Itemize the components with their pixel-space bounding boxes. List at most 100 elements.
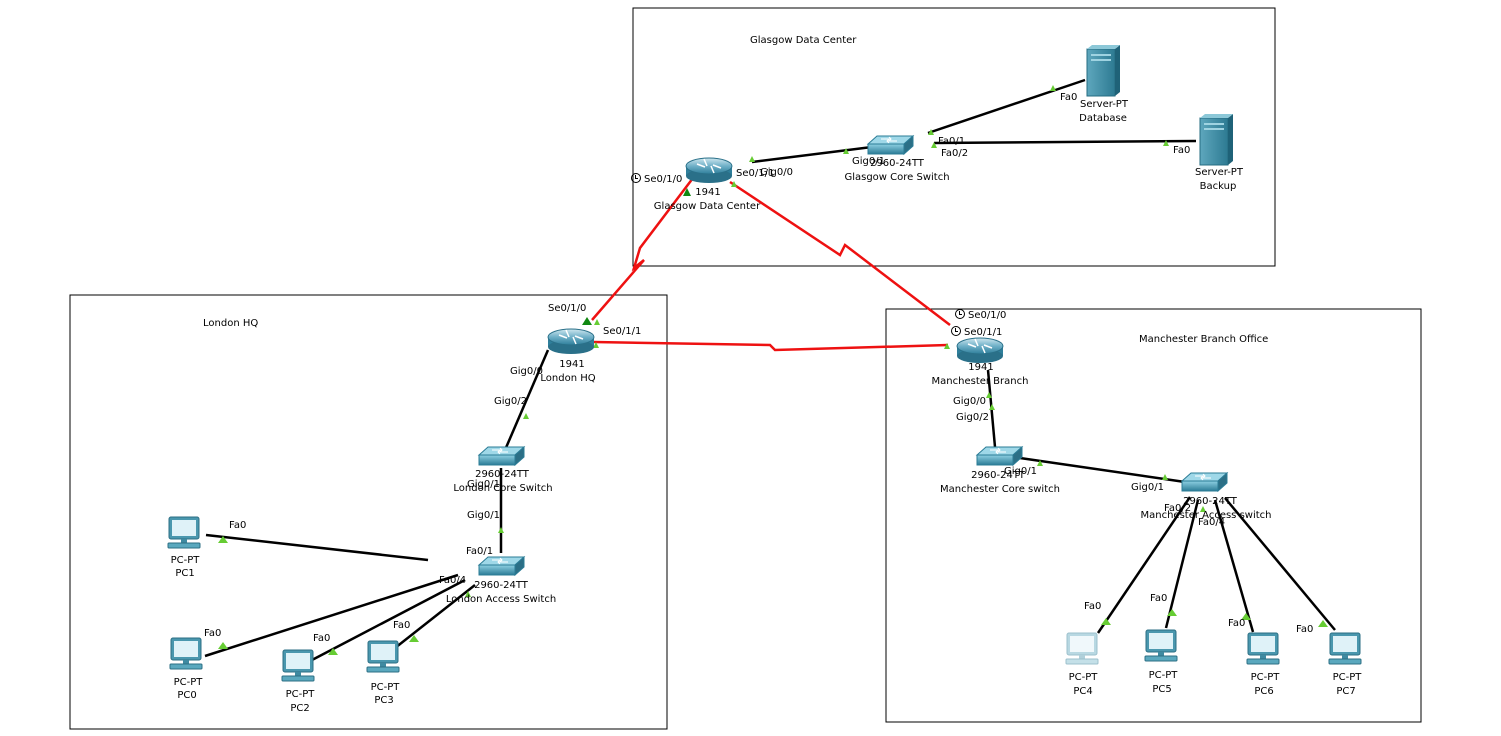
port-label: Fa0 (1173, 145, 1191, 156)
clock-icon (631, 173, 641, 183)
link-manchester-core-access[interactable] (1019, 456, 1186, 484)
port-light (1318, 620, 1328, 627)
port-label: Fa0 (1060, 92, 1078, 103)
port-label: Se0/1/0 (631, 173, 682, 186)
port-label: Fa0 (204, 628, 222, 639)
pc2-icon[interactable] (281, 649, 315, 682)
port-text: Se0/1/1 (964, 327, 1003, 338)
pc4-icon[interactable] (1065, 632, 1099, 665)
link-access-pc0[interactable] (204, 573, 459, 658)
clock-icon (951, 326, 961, 336)
port-label: Fa0 (313, 633, 331, 644)
london-area[interactable] (69, 294, 668, 730)
serial-link-glasgow-manchester[interactable] (729, 180, 951, 326)
link-access-pc2[interactable] (311, 578, 466, 662)
link-access-pc3[interactable] (394, 584, 476, 649)
glasgow-switch-model: 2960-24TT (870, 158, 924, 169)
manchester-area[interactable] (885, 308, 1422, 723)
london-access-name: London Access Switch (445, 594, 557, 605)
london-router-model: 1941 (559, 359, 585, 370)
london-access-switch-icon[interactable] (478, 556, 525, 576)
port-light (989, 404, 995, 410)
serial-link-glasgow-london[interactable] (591, 177, 694, 321)
pc7-icon[interactable] (1328, 632, 1362, 665)
port-label: Fa0/1 (938, 136, 966, 147)
port-light (1241, 613, 1251, 620)
backup-server-name: Backup (1199, 181, 1237, 192)
port-light (328, 648, 338, 655)
port-light (218, 536, 228, 543)
london-core-switch-icon[interactable] (478, 446, 525, 466)
pc0-model: PC-PT (173, 677, 203, 688)
port-label: Fa0/4 (1198, 517, 1226, 528)
link-switch-database[interactable] (927, 78, 1086, 135)
link-access-pc5[interactable] (1164, 499, 1200, 629)
port-label: Fa0/2 (1164, 503, 1192, 514)
link-london-router-core[interactable] (503, 349, 550, 451)
link-access-pc4[interactable] (1096, 496, 1192, 634)
manchester-access-switch-icon[interactable] (1181, 472, 1228, 492)
london-router-name: London HQ (540, 373, 596, 384)
port-text: Se0/1/0 (644, 174, 683, 185)
port-label: Gig0/2 (956, 412, 989, 423)
manchester-router-icon[interactable] (956, 337, 1004, 364)
link-access-pc7[interactable] (1224, 497, 1336, 631)
pc5-model: PC-PT (1148, 670, 1178, 681)
port-light (931, 142, 937, 148)
pc5-icon[interactable] (1144, 629, 1178, 662)
port-label: Se0/1/1 (951, 326, 1002, 339)
port-indicators (218, 85, 1328, 655)
port-label: Fa0/2 (941, 148, 969, 159)
london-core-model: 2960-24TT (475, 469, 529, 480)
london-access-model: 2960-24TT (474, 580, 528, 591)
database-server-icon[interactable] (1086, 44, 1121, 97)
glasgow-router-icon[interactable] (685, 157, 733, 184)
pc6-icon[interactable] (1246, 632, 1280, 665)
port-light (731, 181, 737, 187)
port-light (749, 156, 755, 162)
port-light (409, 635, 419, 642)
manchester-router-name: Manchester Branch (931, 376, 1029, 387)
london-area-title: London HQ (203, 318, 259, 329)
port-label: Fa0/1 (466, 546, 494, 557)
database-server-model: Server-PT (1080, 99, 1128, 110)
port-light (928, 129, 934, 135)
pc0-name: PC0 (177, 690, 197, 701)
port-light (465, 591, 471, 597)
pc3-icon[interactable] (366, 640, 400, 673)
port-light (498, 527, 504, 533)
pc4-model: PC-PT (1068, 672, 1098, 683)
link-access-pc1[interactable] (205, 533, 429, 562)
port-light (1200, 506, 1206, 512)
manchester-core-switch-icon[interactable] (976, 446, 1023, 466)
glasgow-area[interactable] (632, 7, 1276, 267)
port-light (986, 392, 992, 398)
port-label: Gig0/1 (1004, 466, 1037, 477)
pc1-icon[interactable] (167, 516, 201, 549)
database-server-name: Database (1079, 113, 1127, 124)
backup-server-icon[interactable] (1199, 113, 1234, 166)
glasgow-router-name: Glasgow Data Center (653, 201, 761, 212)
port-light (218, 642, 228, 649)
pc0-icon[interactable] (169, 637, 203, 670)
pc7-name: PC7 (1336, 686, 1356, 697)
pc3-model: PC-PT (370, 682, 400, 693)
port-label: Gig0/1 (852, 156, 885, 167)
port-light (1163, 140, 1169, 146)
port-light (1101, 618, 1111, 625)
port-label: Fa0/4 (439, 575, 467, 586)
pc1-name: PC1 (175, 568, 195, 579)
port-light-london-se010 (582, 317, 592, 325)
link-access-pc6[interactable] (1213, 499, 1255, 633)
port-text: Se0/1/0 (968, 310, 1007, 321)
port-light (944, 343, 950, 349)
port-label: Fa0 (1296, 624, 1314, 635)
glasgow-switch-icon[interactable] (867, 135, 914, 155)
port-label: Fa0 (229, 520, 247, 531)
link-switch-backup[interactable] (933, 139, 1197, 145)
link-glasgow-router-switch[interactable] (751, 145, 873, 164)
manchester-area-title: Manchester Branch Office (1139, 334, 1269, 345)
serial-link-london-manchester[interactable] (593, 340, 949, 352)
pc2-name: PC2 (290, 703, 310, 714)
london-router-icon[interactable] (547, 328, 595, 355)
